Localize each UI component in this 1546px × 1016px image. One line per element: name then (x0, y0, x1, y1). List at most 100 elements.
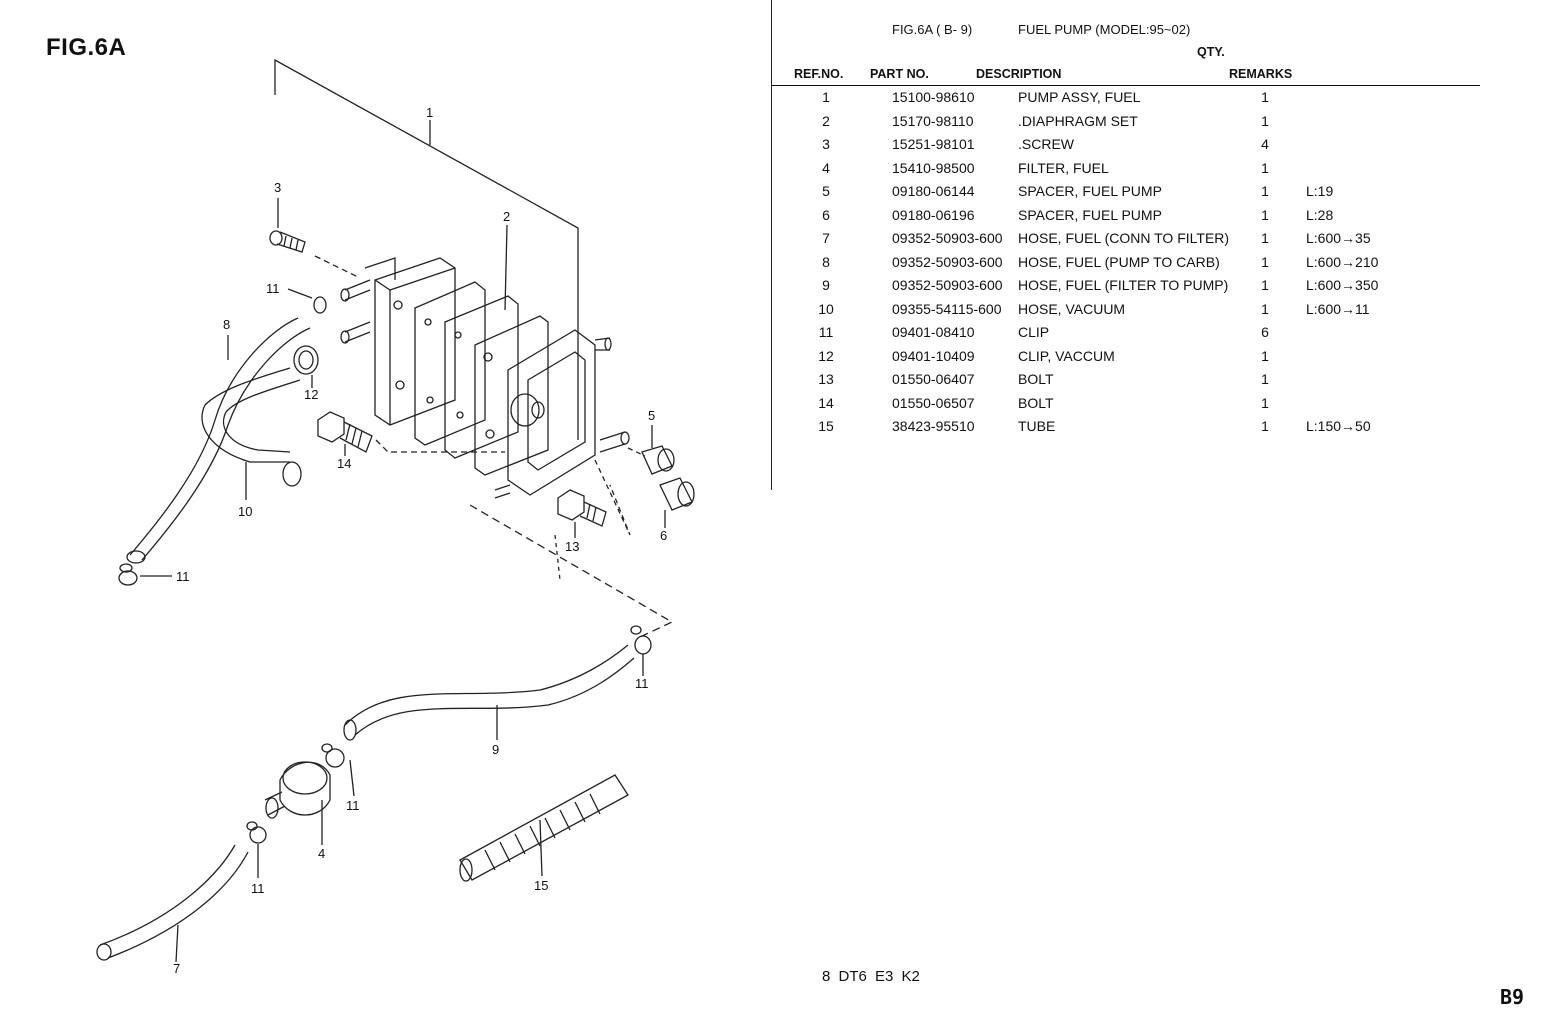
table-row: 8 09352-50903-600 HOSE, FUEL (PUMP TO CARB… (771, 254, 1480, 277)
parts-diagram-svg: 1 2 3 4 5 6 7 8 9 10 11 11 11 11 11 12 1… (96, 58, 695, 976)
remarks-cell: L:600→11 (1306, 300, 1370, 317)
ref-no-cell: 5 (822, 183, 830, 199)
table-row: 13 01550-06407 BOLT 1 (771, 371, 1480, 394)
part-no-cell: 15410-98500 (892, 159, 975, 176)
description-cell: .SCREW (1018, 136, 1074, 152)
bolt-14 (317, 411, 373, 453)
callout-12: 12 (304, 387, 318, 402)
description-cell: HOSE, FUEL (PUMP TO CARB) (1018, 253, 1220, 270)
spacer-6 (659, 477, 695, 511)
description-cell: FILTER, FUEL (1018, 159, 1109, 176)
callout-10: 10 (238, 504, 252, 519)
remarks-cell: L:150→50 (1306, 418, 1371, 434)
diaphragm-gasket-1 (414, 281, 486, 446)
qty-cell: 1 (1261, 183, 1269, 199)
description-cell: TUBE (1018, 418, 1056, 434)
callout-1: 1 (426, 105, 433, 120)
qty-cell: 1 (1261, 206, 1269, 223)
ref-no-cell: 4 (822, 159, 830, 176)
ref-no-cell: 13 (818, 371, 834, 387)
diaphragm-gasket-3 (474, 315, 549, 476)
remarks-header: REMARKS (1229, 67, 1293, 81)
table-row: 15 38423-95510 TUBE 1 L:150→50 (771, 418, 1480, 441)
part-no-cell: 09352-50903-600 (892, 253, 1003, 270)
qty-cell: 1 (1261, 253, 1269, 270)
callout-14: 14 (337, 456, 351, 471)
description-cell: CLIP (1018, 324, 1050, 340)
part-no-cell: 38423-95510 (892, 418, 975, 434)
callout-4: 4 (318, 846, 325, 861)
callout-2: 2 (503, 209, 510, 224)
qty-cell: 1 (1261, 418, 1269, 434)
part-no-cell: 09180-06144 (892, 183, 975, 199)
description-cell: SPACER, FUEL PUMP (1018, 183, 1162, 199)
description-cell: BOLT (1018, 394, 1054, 411)
part-no-cell: 01550-06507 (892, 394, 975, 411)
qty-cell: 1 (1261, 230, 1269, 246)
qty-cell: 1 (1261, 159, 1269, 176)
table-row: 3 15251-98101 .SCREW 4 (771, 136, 1480, 159)
part-no-cell: 01550-06407 (892, 371, 975, 387)
bolt-13 (557, 489, 607, 527)
part-no-cell: 09180-06196 (892, 206, 975, 223)
ref-no-cell: 10 (818, 300, 834, 317)
diaphragm-gasket-2 (444, 295, 519, 459)
callout-5: 5 (648, 408, 655, 423)
qty-cell: 1 (1261, 112, 1269, 129)
qty-header: QTY. (1197, 45, 1225, 59)
header-rule (771, 85, 1480, 86)
callout-11d: 11 (346, 798, 360, 813)
clip-12 (293, 345, 319, 375)
description-cell: CLIP, VACCUM (1018, 347, 1115, 364)
description-header: DESCRIPTION (976, 67, 1062, 81)
description-cell: BOLT (1018, 371, 1054, 387)
ref-no-cell: 9 (822, 277, 830, 293)
qty-cell: 1 (1261, 300, 1269, 317)
figure-title: FIG.6A (46, 34, 127, 61)
description-cell: PUMP ASSY, FUEL (1018, 89, 1141, 105)
callout-13: 13 (565, 539, 579, 554)
callout-6: 6 (660, 528, 667, 543)
hose-10 (201, 367, 291, 463)
spacer-5 (641, 445, 675, 475)
description-cell: .DIAPHRAGM SET (1018, 112, 1138, 129)
remarks-cell: L:28 (1306, 206, 1334, 223)
part-no-cell: 09401-08410 (892, 324, 975, 340)
callout-11a: 11 (266, 281, 280, 296)
description-cell: SPACER, FUEL PUMP (1018, 206, 1162, 223)
ref-no-cell: 8 (822, 253, 830, 270)
ref-no-cell: 15 (818, 418, 834, 434)
part-no-cell: 15100-98610 (892, 89, 975, 105)
description-cell: HOSE, FUEL (FILTER TO PUMP) (1018, 277, 1229, 293)
remarks-cell: L:600→35 (1306, 230, 1371, 246)
part-no-header: PART NO. (870, 67, 929, 81)
exploded-parts-diagram: 1 2 3 4 5 6 7 8 9 10 11 11 11 11 11 12 1… (0, 0, 760, 1011)
fuel-filter-4 (264, 761, 331, 819)
part-no-cell: 09355-54115-600 (892, 300, 1002, 317)
page-footer: 8 DT6 E3 K2 (822, 968, 920, 985)
ref-no-cell: 1 (822, 89, 830, 105)
part-no-cell: 09352-50903-600 (892, 230, 1003, 246)
ref-no-cell: 3 (822, 136, 830, 152)
qty-cell: 6 (1261, 324, 1269, 340)
part-no-cell: 15251-98101 (892, 136, 975, 152)
page-divider (771, 0, 772, 490)
callout-3: 3 (274, 180, 281, 195)
ref-no-header: REF.NO. (794, 67, 844, 81)
callout-11e: 11 (251, 881, 265, 896)
callout-8: 8 (223, 317, 230, 332)
ref-no-cell: 12 (818, 347, 834, 364)
ref-no-cell: 11 (818, 324, 834, 340)
qty-cell: 1 (1261, 371, 1269, 387)
tube-15 (459, 774, 629, 882)
remarks-cell: L:600→210 (1306, 253, 1379, 270)
table-row: 11 09401-08410 CLIP 6 (771, 324, 1480, 347)
qty-cell: 4 (1261, 136, 1269, 152)
table-row: 4 15410-98500 FILTER, FUEL 1 (771, 160, 1480, 183)
